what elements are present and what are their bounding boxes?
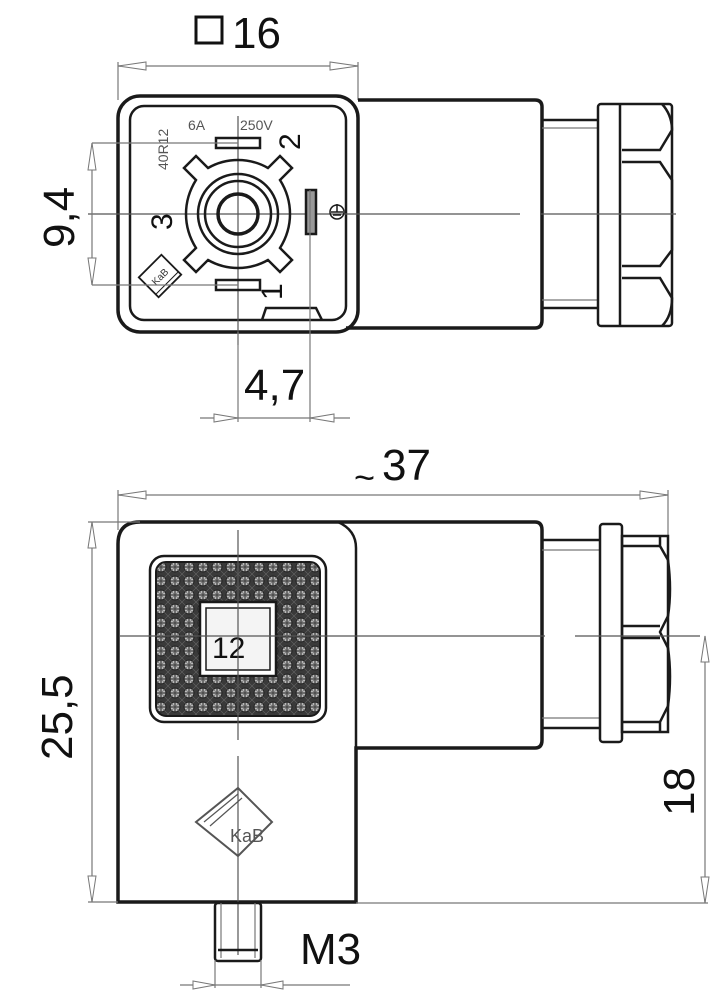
tilde-symbol: ~ [354, 457, 375, 498]
top-view: 16 [35, 9, 676, 423]
dim-m3-label: M3 [300, 925, 361, 974]
ground-icon [329, 204, 345, 220]
dimension-offset-4-7: 4,7 [200, 190, 350, 423]
code-label: 40R12 [155, 129, 171, 170]
dim-16-label: 16 [232, 9, 281, 58]
svg-text:KaB: KaB [230, 826, 264, 846]
center-insert [182, 154, 294, 274]
dimension-length-37: ~ 37 [117, 441, 669, 540]
dim-37-label: 37 [382, 441, 431, 490]
dimension-pin-spacing-9-4: 9,4 [35, 142, 238, 286]
rating-voltage-label: 250V [240, 117, 273, 133]
pin-2-label: 2 [274, 133, 307, 150]
window-label: 12 [212, 632, 245, 665]
pin-3-label: 3 [146, 213, 179, 230]
dim-9-4-label: 9,4 [35, 187, 84, 248]
pin-1-label: 1 [256, 283, 289, 300]
latch-tab [260, 306, 324, 321]
side-cable-gland [598, 522, 672, 744]
dimension-axis-18: 18 [356, 635, 710, 904]
cable-gland [596, 102, 674, 328]
contact-ground [304, 188, 318, 236]
dimension-width-16: 16 [117, 9, 359, 100]
side-housing [116, 520, 544, 904]
dimension-height-25-5: 25,5 [33, 521, 140, 903]
dim-18-label: 18 [655, 767, 704, 816]
screw-m3: M3 [180, 901, 361, 990]
rating-current-label: 6A [188, 117, 206, 133]
square-symbol-icon [194, 15, 224, 45]
dim-4-7-label: 4,7 [244, 361, 305, 410]
kab-logo-icon: KaB [137, 253, 183, 299]
dim-25-5-label: 25,5 [33, 674, 82, 760]
side-kab-logo-icon: KaB [194, 786, 274, 858]
center-screw-hole [216, 192, 260, 236]
side-view: ~ 37 [33, 441, 710, 990]
